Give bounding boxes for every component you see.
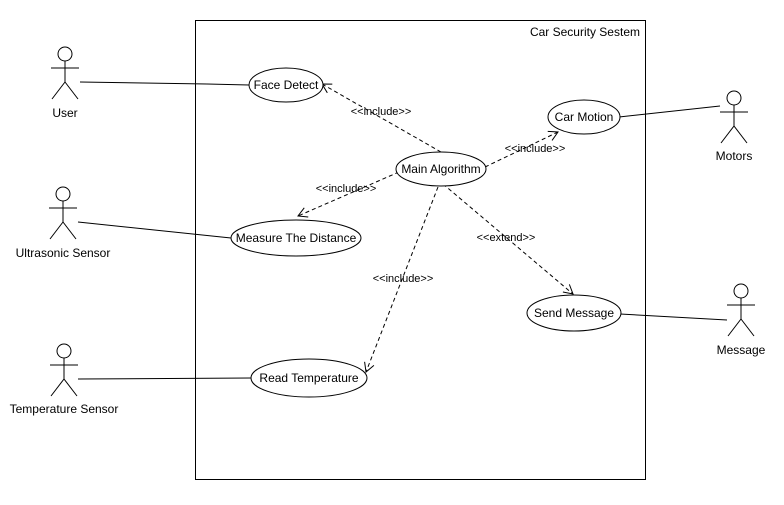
association-temperature-read [77,377,252,380]
associations [77,81,728,380]
association-send-message-message [619,313,728,321]
use-case-measure-distance: Measure The Distance [230,219,362,257]
actor-temperature-sensor [50,343,78,397]
use-case-main-algorithm: Main Algorithm [395,151,487,187]
use-case-main-algorithm-label: Main Algorithm [401,162,480,176]
association-user-face-detect [79,81,250,86]
include-read-temperature-label: <<include>> [373,273,434,285]
system-title: Car Security Sestem [530,25,640,39]
include-car-motion-label: <<include>> [505,143,566,155]
dependencies [297,83,574,373]
use-case-face-detect: Face Detect [248,67,324,103]
extend-send-message-label: <<extend>> [477,232,536,244]
actor-ultrasonic-sensor [49,186,77,240]
actor-message [727,283,755,337]
actor-motors [720,90,748,144]
actor-user-label: User [52,106,77,120]
system-boundary [195,20,646,480]
actor-message-label: Message [717,343,766,357]
include-measure-label: <<include>> [316,183,377,195]
association-car-motion-motors [618,105,721,118]
use-case-car-motion: Car Motion [547,99,621,135]
actor-ultrasonic-sensor-label: Ultrasonic Sensor [16,246,111,260]
use-case-measure-distance-label: Measure The Distance [236,231,357,245]
use-case-send-message-label: Send Message [534,306,614,320]
extend-send-message-line [442,183,574,295]
association-ultrasonic-measure [77,221,232,239]
use-case-read-temperature-label: Read Temperature [259,371,358,385]
actor-temperature-sensor-label: Temperature Sensor [10,402,119,416]
use-case-read-temperature: Read Temperature [250,358,368,398]
actor-user [51,46,79,100]
use-case-car-motion-label: Car Motion [555,110,614,124]
use-case-send-message: Send Message [526,294,622,332]
include-measure-line [297,171,400,218]
use-case-face-detect-label: Face Detect [254,78,319,92]
actor-motors-label: Motors [716,149,753,163]
include-face-detect-label: <<include>> [351,106,412,118]
include-read-temperature-line [364,186,439,373]
include-face-detect-line [321,83,442,153]
